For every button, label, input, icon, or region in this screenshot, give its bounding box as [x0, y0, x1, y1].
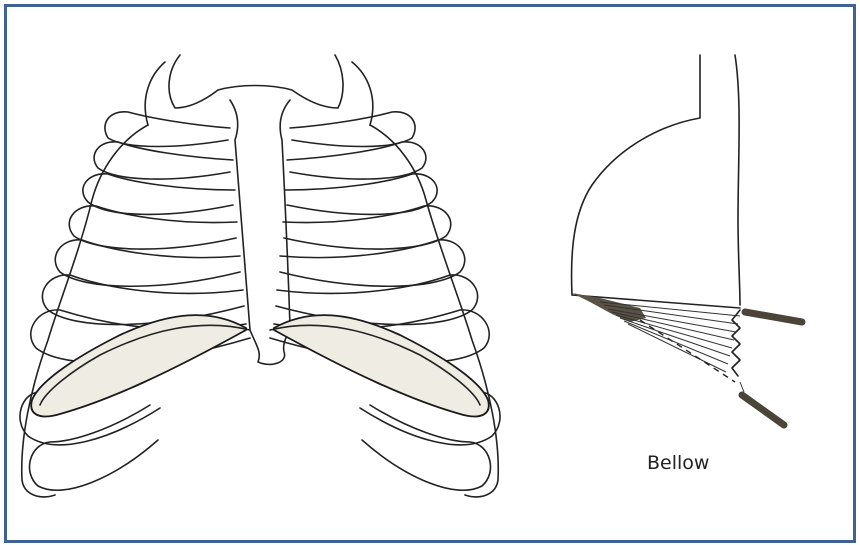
bellow-caption: Bellow: [647, 452, 709, 474]
bellows-lower-handle: [742, 395, 784, 425]
bellows-body: [572, 55, 740, 305]
rib-cage-neck: [145, 55, 373, 125]
left-ribs: [20, 112, 250, 497]
right-ribs: [270, 112, 500, 497]
left-shaded-rib-band: [31, 315, 246, 416]
bellows-illustration: [572, 55, 802, 425]
rib-cage-illustration: [20, 55, 500, 497]
bellows-upper-handle: [745, 312, 802, 322]
right-shaded-rib-band: [274, 315, 489, 416]
